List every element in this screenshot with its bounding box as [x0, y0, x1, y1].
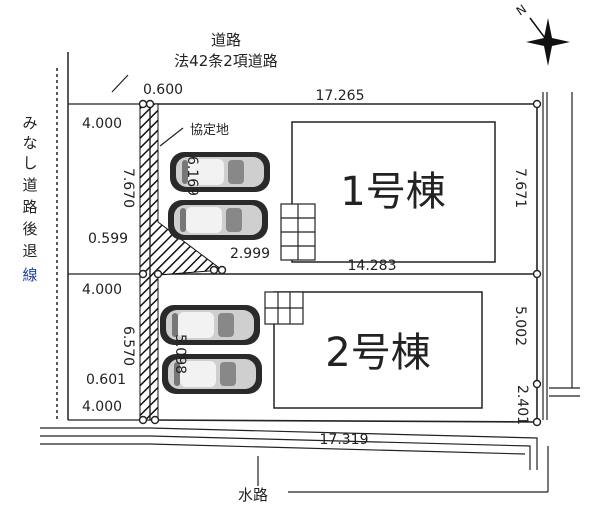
dim-road-width-bottom: 4.000 — [82, 399, 122, 415]
dim-right-mid: 5.002 — [512, 306, 528, 346]
dim-middle-width: 14.283 — [348, 258, 397, 274]
dim-right-top: 7.671 — [512, 168, 528, 208]
agreement-leader — [159, 127, 184, 147]
svg-text:線: 線 — [22, 266, 37, 284]
car-icon — [168, 200, 268, 240]
dim-offset-mid: 0.599 — [88, 231, 128, 247]
dim-top-width: 17.265 — [316, 88, 365, 104]
dim-road-width-mid: 4.000 — [82, 282, 122, 298]
bottom-boundary — [149, 419, 538, 423]
building-1 — [291, 121, 496, 263]
dim-driveway-top: 6.169 — [184, 156, 200, 196]
svg-text:な: な — [22, 134, 37, 152]
svg-text:路: 路 — [22, 198, 37, 216]
north-compass-icon: N — [514, 2, 570, 66]
svg-text:退: 退 — [22, 242, 37, 260]
building-2 — [273, 291, 483, 409]
dim-road-width-top: 4.000 — [82, 116, 122, 132]
road-law-label: 法42条2項道路 — [174, 52, 278, 70]
dim-bottom-width: 17.319 — [320, 432, 369, 448]
svg-text:し: し — [22, 154, 37, 172]
svg-text:N: N — [514, 2, 529, 19]
svg-text:後: 後 — [22, 220, 37, 238]
porch-1 — [280, 203, 316, 261]
dim-offset-bottom: 0.601 — [86, 372, 126, 388]
dim-driveway-bottom: 5.098 — [172, 334, 188, 374]
road-leader — [111, 74, 129, 93]
road-name: 道路 — [211, 31, 241, 49]
bottom-road-line — [40, 443, 526, 455]
porch-2 — [264, 291, 304, 325]
building-2-label: 2号棟 — [325, 330, 430, 376]
dim-left-top: 7.670 — [120, 168, 136, 208]
survey-points — [138, 99, 542, 427]
bottom-road-line — [40, 427, 538, 470]
setback-label: み な し 道 路 後 退 線 — [22, 114, 37, 284]
waterway-label: 水路 — [238, 486, 268, 504]
dim-left-bottom: 6.570 — [120, 326, 136, 366]
dim-chamfer: 2.999 — [230, 246, 270, 262]
building-1-label: 1号棟 — [340, 169, 445, 215]
agreement-land-label: 協定地 — [190, 123, 229, 138]
svg-text:道: 道 — [22, 176, 37, 194]
dim-offset-top: 0.600 — [143, 82, 183, 98]
bottom-road-line — [40, 435, 531, 470]
svg-text:み: み — [22, 114, 37, 132]
dim-right-bottom: 2.401 — [514, 385, 530, 425]
